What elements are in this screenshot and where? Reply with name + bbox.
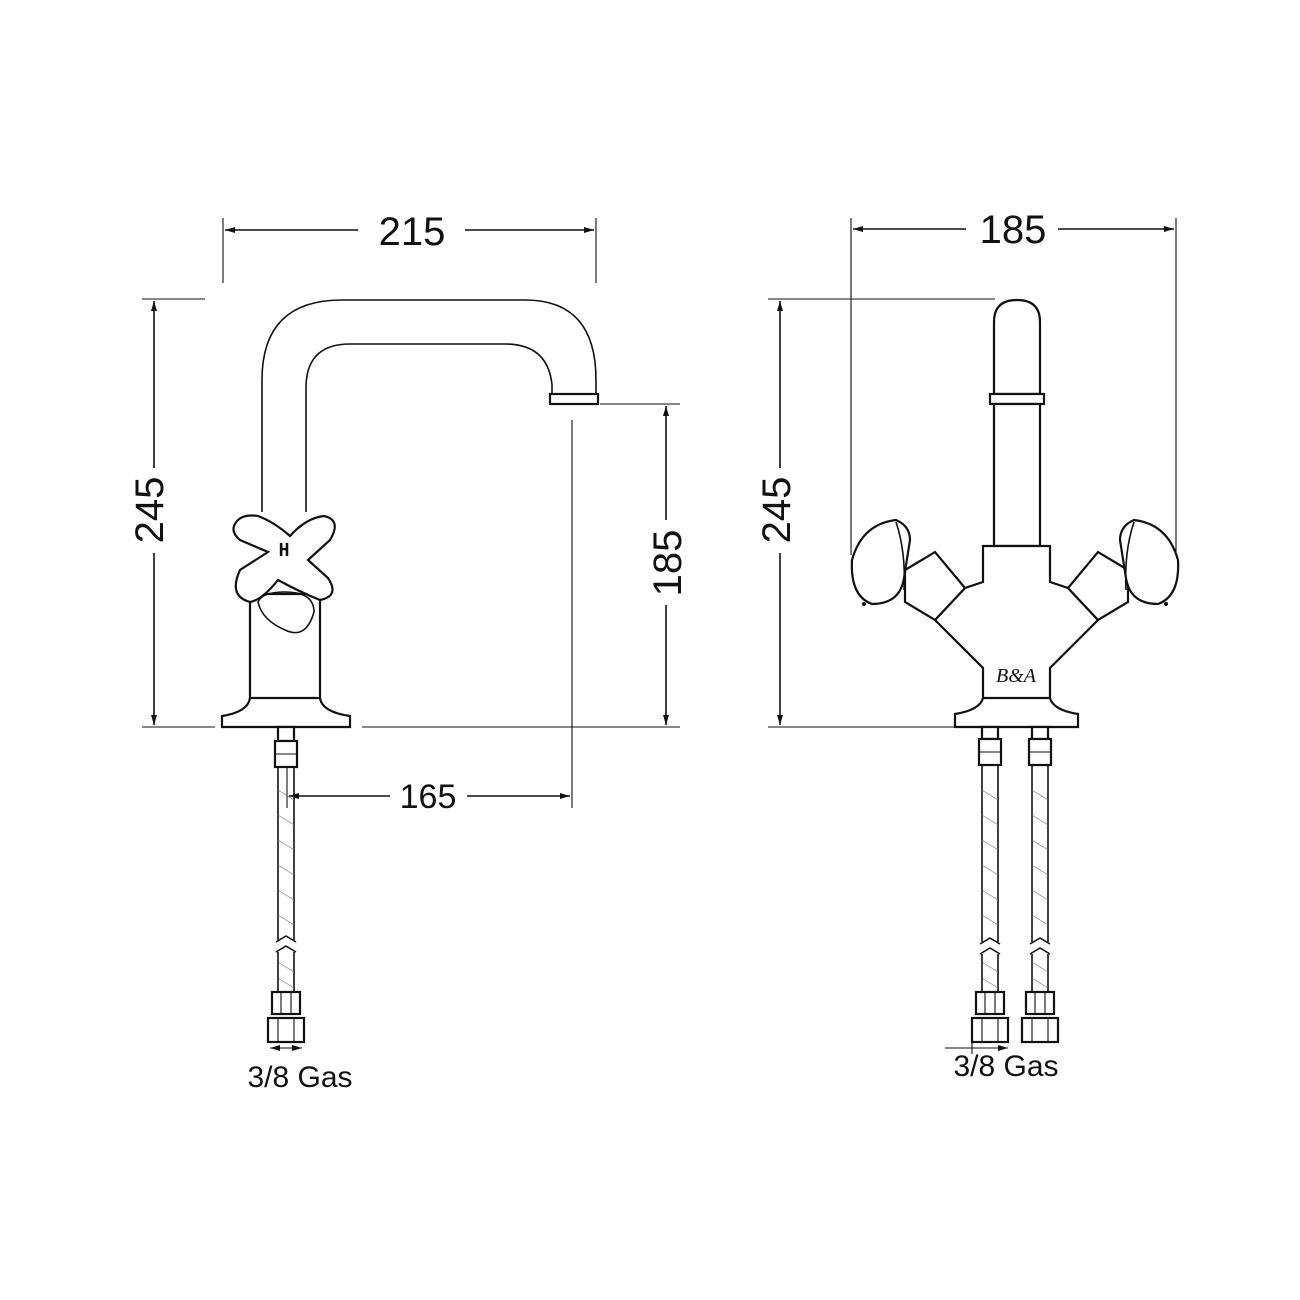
side-height-dimension: 245: [128, 298, 215, 728]
spout-aerator: [548, 392, 600, 406]
front-connection-label: 3/8 Gas: [953, 1050, 1058, 1083]
front-height-label: 245: [755, 477, 799, 544]
side-body: [220, 591, 352, 729]
front-height-dimension: 245: [755, 298, 995, 728]
front-right-handle: [1118, 518, 1180, 606]
front-logo: B&A: [996, 665, 1037, 687]
front-body: B&A: [903, 544, 1130, 729]
side-height-label: 245: [128, 477, 172, 544]
side-view: 215 245 185 165: [128, 210, 690, 1094]
side-cross-handle: H: [232, 514, 336, 604]
side-reach-label: 165: [400, 778, 457, 816]
front-connection-dimension: 3/8 Gas: [945, 1042, 1059, 1083]
side-spout-height-label: 185: [646, 530, 690, 597]
front-left-supply-hose: [970, 725, 1010, 1044]
front-right-supply-hose: [1020, 725, 1060, 1044]
side-supply-hose: 3/8 Gas: [247, 725, 353, 1094]
front-view: 185 245 B&A: [755, 208, 1180, 1083]
front-width-dimension: 185: [850, 208, 1177, 565]
side-spout: [261, 299, 600, 512]
front-left-handle: [850, 518, 912, 606]
side-reach-dimension: 165: [286, 420, 573, 816]
side-connection-label: 3/8 Gas: [247, 1061, 352, 1094]
handle-hot-mark: H: [279, 540, 290, 561]
side-spout-height-dimension: 185: [362, 403, 690, 728]
side-base: [220, 696, 352, 729]
front-width-label: 185: [980, 208, 1047, 252]
front-spout-column: [988, 298, 1046, 548]
front-base: [953, 696, 1080, 729]
side-width-label: 215: [379, 210, 446, 254]
side-width-dimension: 215: [222, 210, 597, 283]
